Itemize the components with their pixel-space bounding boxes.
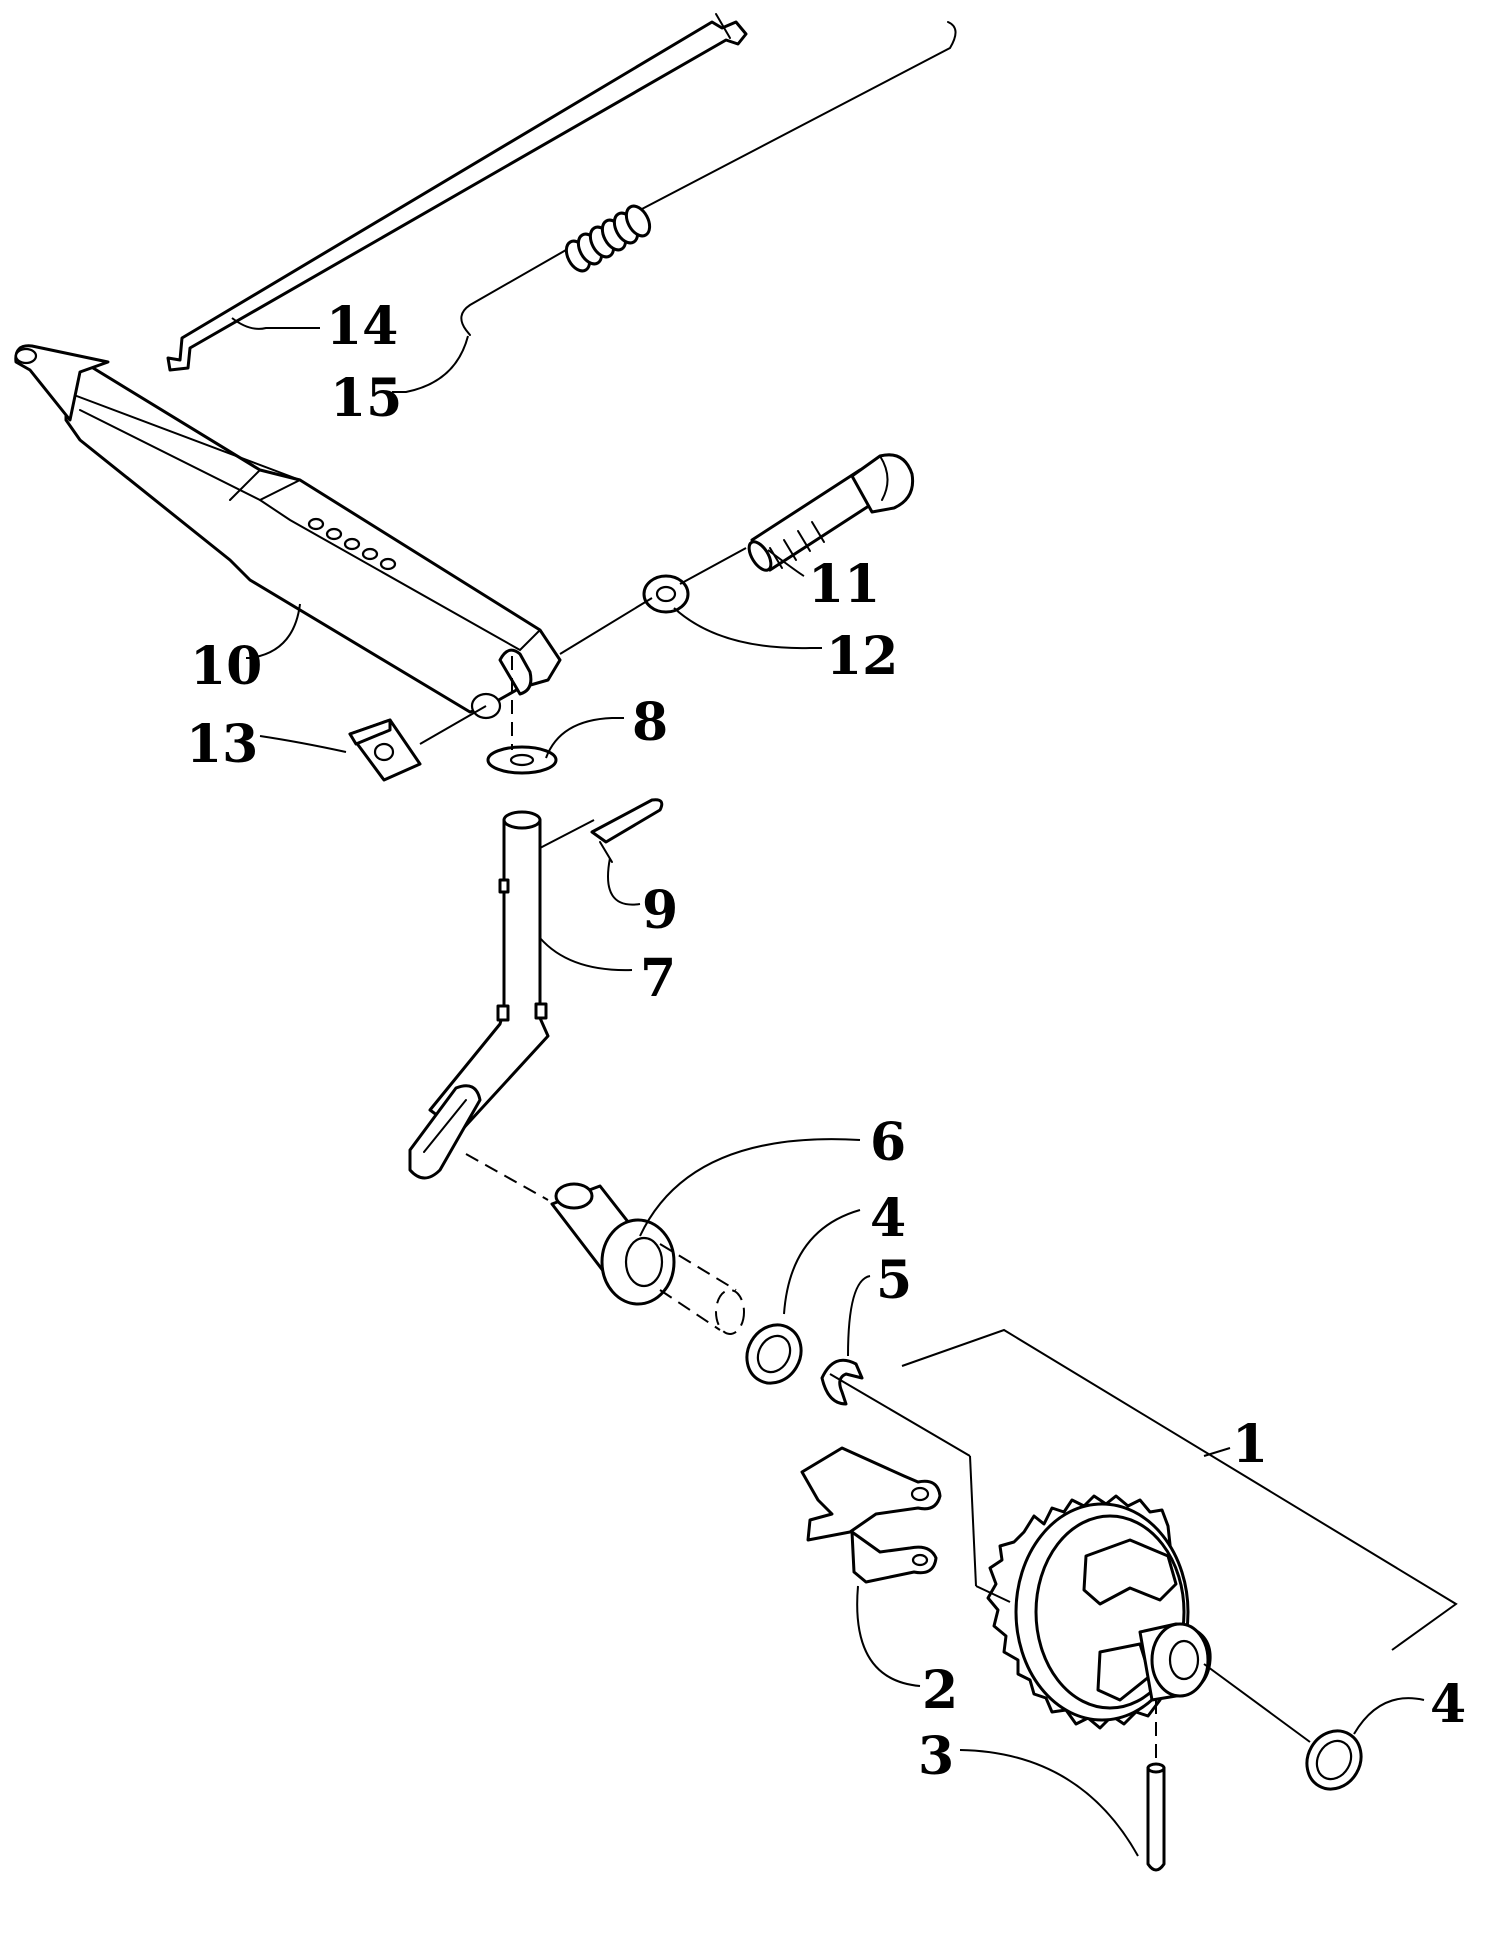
part-2-flyweight	[800, 1446, 942, 1584]
part-15-spring-rod	[460, 21, 957, 336]
part-11-bolt	[747, 453, 915, 572]
part-14-linkage-rod	[166, 13, 748, 372]
callout-1: 1	[1232, 1414, 1268, 1475]
callout-8: 8	[632, 692, 668, 753]
callout-4-lower: 4	[1430, 1674, 1466, 1735]
callout-11: 11	[808, 554, 880, 615]
part-4-washer-lower	[1305, 1729, 1363, 1791]
callout-9: 9	[642, 880, 678, 941]
part-4-washer-upper	[745, 1323, 803, 1385]
callout-2: 2	[922, 1660, 958, 1721]
part-9-hairpin-clip	[590, 798, 664, 863]
spring-coils	[564, 204, 652, 273]
callout-labels: 14 15 10 11 12 13 8 9 7 6 4 5 1 2 3 4	[186, 296, 1466, 1787]
callout-15: 15	[330, 368, 402, 429]
part-3-pin	[1146, 1762, 1166, 1872]
callout-5: 5	[876, 1250, 912, 1311]
part-10-lever-arm	[14, 344, 562, 720]
callout-7: 7	[640, 948, 676, 1009]
part-12-washer	[642, 574, 690, 614]
callout-3: 3	[918, 1726, 954, 1787]
assembly-axis-lines	[419, 547, 1311, 1760]
part-13-square-nut	[348, 718, 422, 782]
part-8-washer	[486, 745, 558, 775]
callout-leaders	[231, 317, 1458, 1857]
callout-10: 10	[190, 636, 262, 697]
part-7-shaft	[408, 810, 550, 1180]
callout-6: 6	[870, 1112, 906, 1173]
adjustment-holes	[307, 517, 397, 571]
callout-4-upper: 4	[870, 1188, 906, 1249]
part-1-governor-gear	[986, 1494, 1212, 1730]
callout-13: 13	[186, 714, 258, 775]
callout-14: 14	[326, 296, 398, 357]
callout-12: 12	[826, 626, 898, 687]
part-6-bushing	[550, 1182, 745, 1335]
